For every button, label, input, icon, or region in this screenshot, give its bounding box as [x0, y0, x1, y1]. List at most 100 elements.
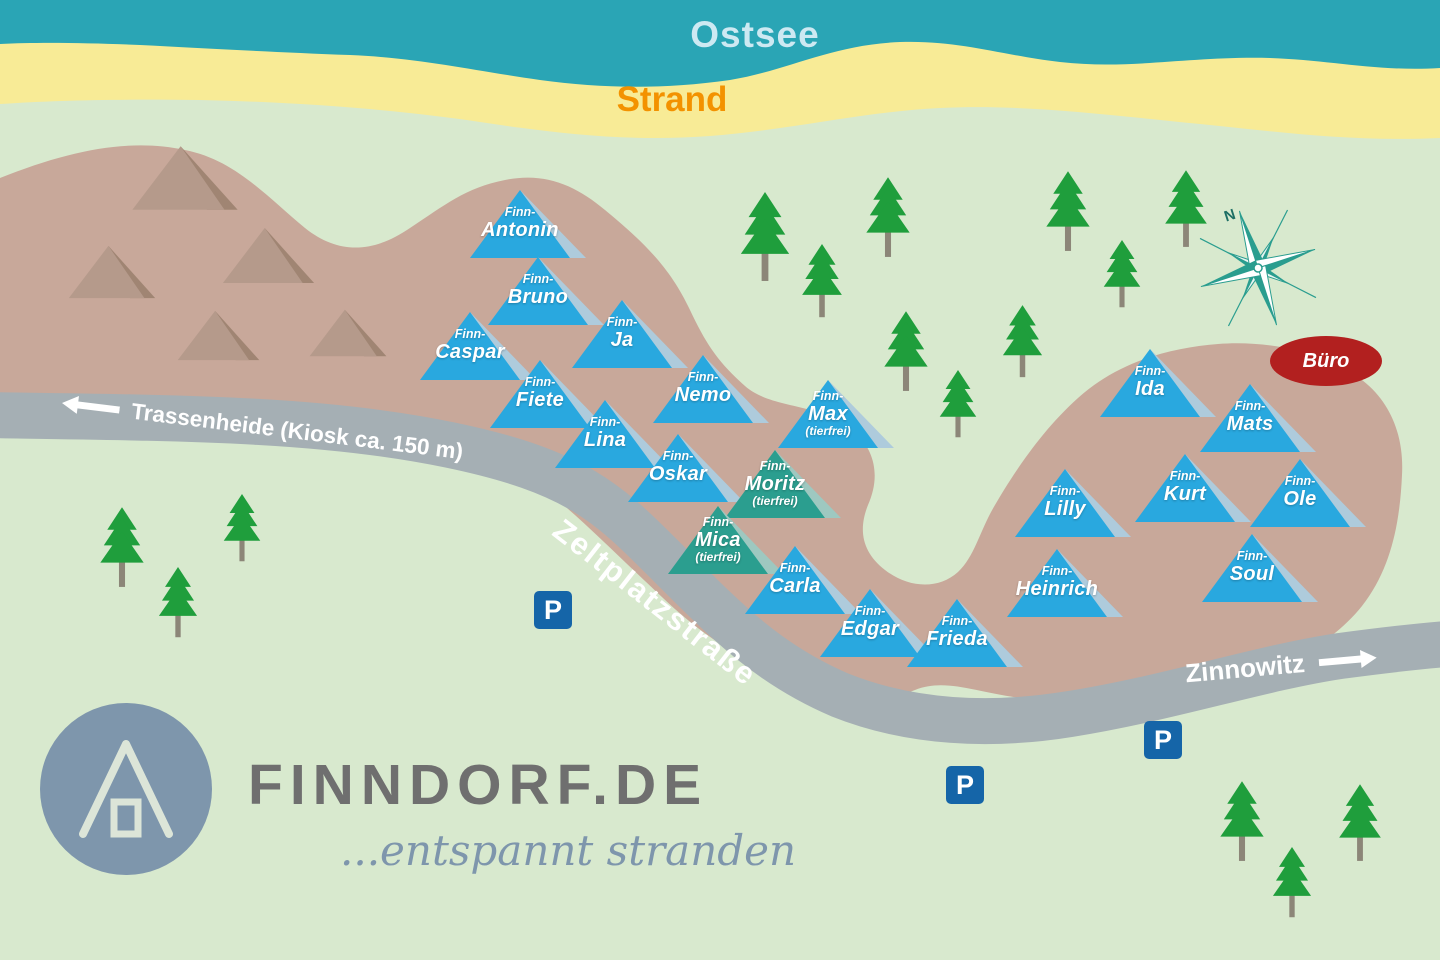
- tent-label: Finn-Fiete: [490, 375, 590, 411]
- tent-antonin: Finn-Antonin: [460, 182, 590, 264]
- tent-name: Bruno: [507, 285, 569, 308]
- tent-label: Finn-Bruno: [488, 272, 588, 308]
- tent-label: Finn-Mica(tierfrei): [668, 515, 768, 565]
- tent-name: Edgar: [840, 617, 900, 640]
- tent-name: Ja: [610, 328, 634, 351]
- tent-icon: [1202, 534, 1318, 602]
- logo-tent-icon: [79, 740, 173, 838]
- tent-icon: [1135, 454, 1251, 522]
- tent-icon: [745, 546, 861, 614]
- tent-ida: Finn-Ida: [1090, 341, 1220, 423]
- tent-prefix: Finn-: [522, 272, 554, 286]
- tent-label: Finn-Carla: [745, 561, 845, 597]
- tent-icon: [668, 506, 784, 574]
- arrow-right-icon: [1318, 649, 1377, 668]
- tent-icon: [1250, 459, 1366, 527]
- parking-sign: P: [946, 766, 984, 804]
- tent-fiete: Finn-Fiete: [480, 352, 610, 434]
- parking-label: P: [955, 769, 974, 800]
- tent-prefix: Finn-: [779, 561, 811, 575]
- tent-icon: [1015, 469, 1131, 537]
- decorative-tent-icon: [308, 308, 388, 363]
- tent-prefix: Finn-: [1284, 474, 1316, 488]
- parking-label: P: [543, 594, 562, 625]
- tent-label: Finn-Moritz(tierfrei): [725, 459, 825, 509]
- tent-prefix: Finn-: [687, 370, 719, 384]
- tent-prefix: Finn-: [812, 389, 844, 403]
- pine-tree-icon: [798, 244, 846, 323]
- logo-tagline: ...entspannt stranden: [340, 826, 797, 875]
- tent-mica: Finn-Mica(tierfrei): [658, 498, 788, 580]
- tent-bruno: Finn-Bruno: [478, 249, 608, 331]
- parking-label: P: [1153, 724, 1172, 755]
- tent-icon: [488, 257, 604, 325]
- tent-label: Finn-Kurt: [1135, 469, 1235, 505]
- tent-name: Oskar: [648, 462, 708, 485]
- pine-tree-icon: [155, 567, 201, 643]
- tent-prefix: Finn-: [589, 415, 621, 429]
- pine-tree-icon: [880, 311, 932, 397]
- tent-frieda: Finn-Frieda: [897, 591, 1027, 673]
- tent-edgar: Finn-Edgar: [810, 581, 940, 663]
- decorative-tent-icon: [67, 244, 157, 305]
- pine-tree-icon: [736, 192, 794, 287]
- tent-label: Finn-Antonin: [470, 205, 570, 241]
- tent-icon: [820, 589, 936, 657]
- tent-tierfrei-tag: (tierfrei): [695, 550, 741, 565]
- tent-icon: [420, 312, 536, 380]
- tent-ja: Finn-Ja: [562, 292, 692, 374]
- tent-heinrich: Finn-Heinrich: [997, 541, 1127, 623]
- tent-label: Finn-Mats: [1200, 399, 1300, 435]
- road-label-zinnowitz: Zinnowitz: [1184, 642, 1378, 690]
- tent-name: Kurt: [1163, 482, 1207, 505]
- pine-tree-icon: [936, 370, 980, 443]
- pine-tree-icon: [1269, 847, 1315, 923]
- tent-nemo: Finn-Nemo: [643, 347, 773, 429]
- tent-prefix: Finn-: [854, 604, 886, 618]
- parking-sign: P: [1144, 721, 1182, 759]
- tent-prefix: Finn-: [1041, 564, 1073, 578]
- tent-icon: [628, 434, 744, 502]
- tent-tierfrei-tag: (tierfrei): [805, 424, 851, 439]
- tent-label: Finn-Lilly: [1015, 484, 1115, 520]
- office-label: Büro: [1302, 349, 1350, 372]
- tent-icon: [555, 400, 671, 468]
- sea-label: Ostsee: [690, 14, 820, 55]
- tent-name: Ole: [1283, 487, 1317, 510]
- tent-name: Max: [808, 402, 848, 425]
- tent-label: Finn-Max(tierfrei): [778, 389, 878, 439]
- tent-prefix: Finn-: [606, 315, 638, 329]
- tent-moritz: Finn-Moritz(tierfrei): [715, 442, 845, 524]
- tent-name: Lina: [583, 428, 627, 451]
- tent-prefix: Finn-: [524, 375, 556, 389]
- tent-label: Finn-Heinrich: [1007, 564, 1107, 600]
- decorative-tent-icon: [221, 226, 316, 290]
- tent-max: Finn-Max(tierfrei): [768, 372, 898, 454]
- tent-label: Finn-Ja: [572, 315, 672, 351]
- tent-kurt: Finn-Kurt: [1125, 446, 1255, 528]
- tent-icon: [470, 190, 586, 258]
- tent-prefix: Finn-: [1169, 469, 1201, 483]
- tent-soul: Finn-Soul: [1192, 526, 1322, 608]
- tent-tierfrei-tag: (tierfrei): [752, 494, 798, 509]
- pine-tree-icon: [999, 305, 1046, 383]
- tent-lilly: Finn-Lilly: [1005, 461, 1135, 543]
- tent-icon: [1100, 349, 1216, 417]
- tent-label: Finn-Oskar: [628, 449, 728, 485]
- tent-icon: [572, 300, 688, 368]
- tent-name: Fiete: [515, 388, 565, 411]
- tent-prefix: Finn-: [454, 327, 486, 341]
- tent-name: Nemo: [674, 383, 732, 406]
- pine-tree-icon: [1216, 781, 1268, 867]
- tent-icon: [778, 380, 894, 448]
- tent-label: Finn-Soul: [1202, 549, 1302, 585]
- logo-circle: [40, 703, 212, 875]
- tent-name: Ida: [1135, 377, 1165, 400]
- tent-name: Lilly: [1044, 497, 1086, 520]
- tent-prefix: Finn-: [759, 459, 791, 473]
- decorative-tent-icon: [130, 144, 240, 217]
- arrow-left-icon: [61, 396, 120, 414]
- tent-label: Finn-Ida: [1100, 364, 1200, 400]
- pine-tree-icon: [1042, 171, 1094, 257]
